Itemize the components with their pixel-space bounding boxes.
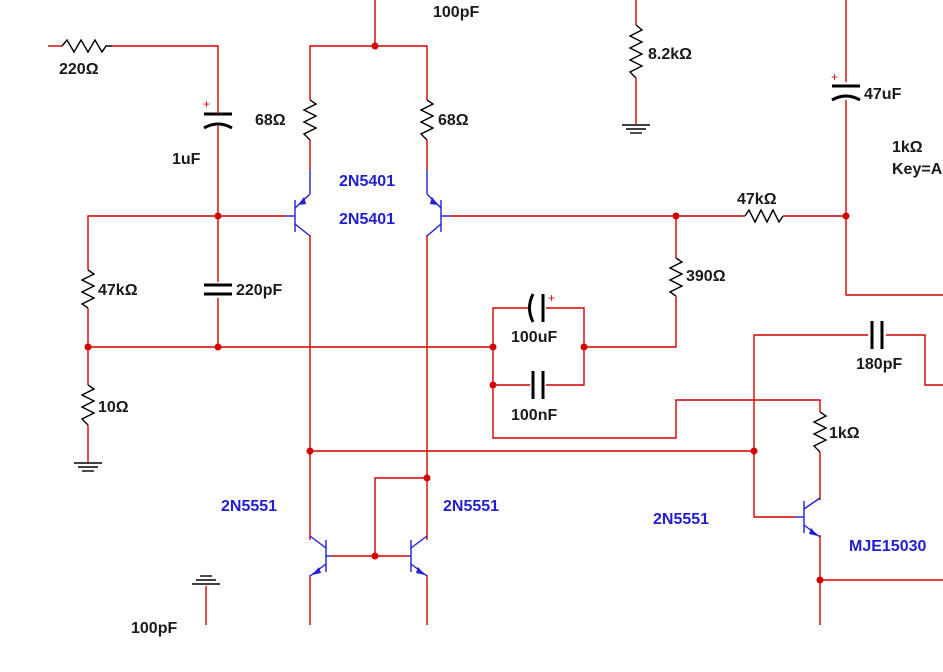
junction-dot (842, 212, 850, 220)
label-r-tail-left: 68Ω (255, 112, 286, 129)
capacitor-47uf-plus: + (831, 70, 838, 84)
label-r-input: 220Ω (59, 61, 99, 78)
capacitor-1uf: + (203, 97, 233, 130)
label-key-text: Key=A (892, 161, 943, 178)
label-r-1k-vas: 1kΩ (829, 425, 860, 442)
resistor-220-zigzag (61, 38, 112, 54)
capacitor-1uf-plus: + (203, 97, 210, 111)
label-c-bottom-cut: 100pF (131, 620, 177, 637)
resistor-68-left (302, 99, 318, 141)
junction-dot (306, 447, 314, 455)
wire-cap-bottom (492, 347, 821, 439)
wire-base-node (87, 215, 285, 270)
q2-arrow-icon (430, 197, 438, 205)
transistor-q2-pnp (426, 170, 451, 237)
transistor-q4-npn (408, 535, 428, 577)
label-q1: 2N5401 (339, 173, 395, 190)
wire-180pf-left (753, 334, 868, 455)
resistor-390 (668, 257, 684, 297)
label-r-390: 390Ω (686, 268, 726, 285)
capacitor-100uf-plus: + (548, 291, 555, 305)
junction-dot (672, 212, 680, 220)
wire-100u-left (492, 307, 530, 347)
q3-collector (309, 535, 327, 549)
q4-collector (410, 535, 428, 549)
label-c-100n: 100nF (511, 407, 557, 424)
wire-network (87, 0, 943, 625)
ground-icon-left (74, 462, 102, 472)
transistor-q6-mje15030 (795, 497, 821, 538)
q6-collector (803, 497, 821, 510)
label-r-tail-right: 68Ω (438, 112, 469, 129)
q4-arrow-icon (416, 567, 425, 575)
label-q4: 2N5551 (443, 498, 499, 515)
wire-mirror-link (374, 477, 427, 556)
wire-vas-base (753, 451, 795, 518)
capacitor-47uf: + (831, 70, 861, 102)
resistor-68-right (419, 99, 435, 141)
resistor-1k-vas (812, 411, 828, 453)
label-q3: 2N5551 (221, 498, 277, 515)
wire-180pf-right (886, 334, 943, 386)
junction-dot (489, 381, 497, 389)
wire-47u-down (845, 100, 943, 296)
capacitor-1uf-plate-bottom (203, 122, 233, 130)
label-q6: MJE15030 (849, 538, 926, 555)
resistor-47k-feedback (744, 208, 784, 224)
label-r-bias-top: 47kΩ (98, 282, 138, 299)
resistor-220 (48, 38, 112, 54)
junction-dot (84, 343, 92, 351)
junction-dot (371, 42, 379, 50)
junction-dot (214, 343, 222, 351)
wire-top-rail (309, 45, 428, 100)
ground-icon-8k2 (622, 124, 650, 134)
q1-collector (294, 223, 311, 237)
junction-dot (214, 212, 222, 220)
resistor-8k2 (628, 24, 644, 79)
junction-dot (423, 474, 431, 482)
transistor-q1-pnp (285, 170, 311, 237)
junction-dot (489, 343, 497, 351)
resistor-47k-bias (80, 269, 96, 309)
q1-arrow-icon (298, 197, 306, 205)
label-c-top: 100pF (433, 4, 479, 21)
junction-dot (750, 447, 758, 455)
wire-cap-right (546, 307, 585, 386)
capacitor-100uf-plate-left (528, 293, 535, 323)
q3-arrow-icon (312, 567, 321, 575)
label-c-bias: 220pF (236, 282, 282, 299)
label-r-1k-key: 1kΩ (892, 139, 923, 156)
capacitor-180pf (870, 321, 884, 349)
label-c-input: 1uF (172, 151, 201, 168)
resistor-10 (80, 384, 96, 426)
junction-dots (84, 42, 850, 584)
capacitor-100nf (531, 371, 545, 399)
label-c-47u: 47uF (864, 86, 902, 103)
junction-dot (371, 552, 379, 560)
q6-arrow-icon (809, 528, 818, 536)
junction-dot (580, 343, 588, 351)
q2-collector (426, 223, 442, 237)
label-r-feedback: 47kΩ (737, 191, 777, 208)
capacitor-47uf-plate-bottom (831, 94, 861, 102)
label-r-8k2: 8.2kΩ (648, 46, 692, 63)
wire-input (112, 45, 219, 108)
capacitor-100uf: + (528, 291, 555, 323)
capacitor-220pf (204, 283, 232, 296)
label-q2: 2N5401 (339, 211, 395, 228)
wire-390-down (584, 296, 677, 348)
label-c-180p: 180pF (856, 356, 902, 373)
junction-dot (816, 576, 824, 584)
label-c-100u: 100uF (511, 329, 557, 346)
transistor-q3-npn (309, 535, 332, 577)
ground-icon-bottom (192, 575, 220, 585)
label-q5: 2N5551 (653, 511, 709, 528)
label-r-bias-bottom: 10Ω (98, 399, 129, 416)
